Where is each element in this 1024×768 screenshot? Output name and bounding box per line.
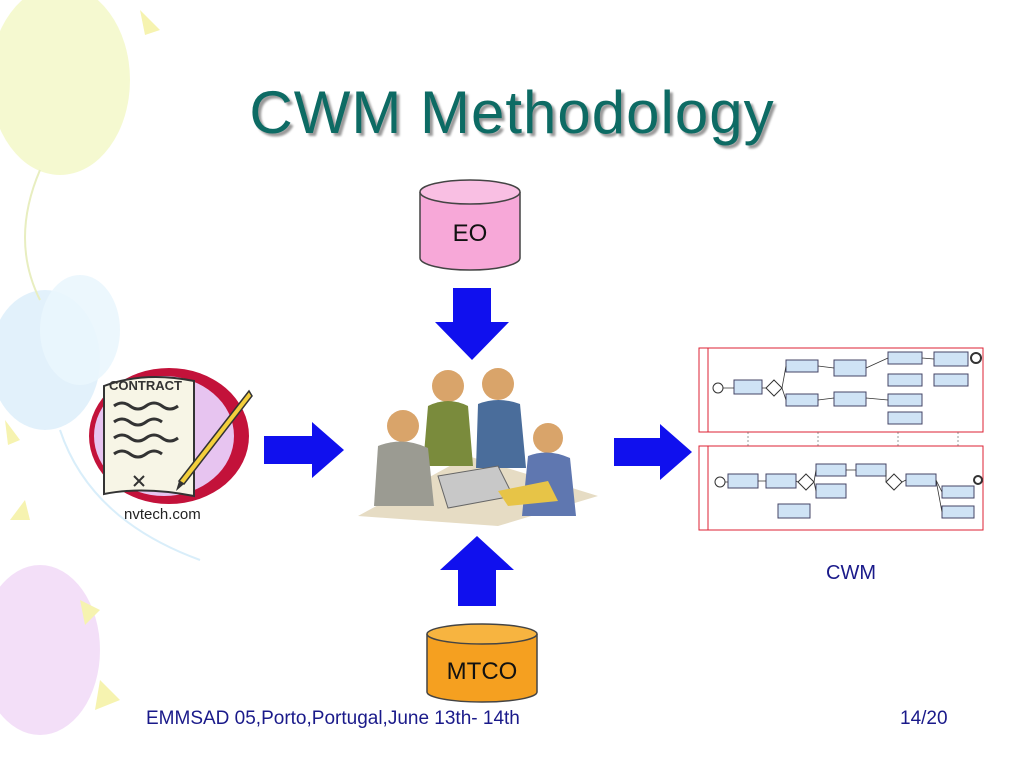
cwm-process-diagram	[698, 346, 984, 532]
contract-image: CONTRACT	[84, 366, 254, 506]
mtco-database: MTCO	[425, 622, 539, 704]
arrow-right-icon	[264, 422, 344, 478]
team-meeting-image	[348, 356, 600, 526]
mtco-label: MTCO	[446, 658, 518, 685]
eo-label: EO	[452, 220, 488, 247]
page-number: 14/20	[900, 708, 948, 729]
eo-database: EO	[418, 178, 522, 272]
contract-heading: CONTRACT	[109, 378, 182, 393]
footer-conference: EMMSAD 05,Porto,Portugal,June 13th- 14th	[146, 708, 520, 729]
arrow-down-icon	[435, 288, 509, 360]
slide-title: CWM Methodology	[249, 79, 775, 146]
arrow-up-icon	[440, 536, 514, 606]
contract-caption: nvtech.com	[124, 506, 201, 523]
arrow-right-icon	[614, 424, 692, 480]
cwm-label: CWM	[826, 562, 876, 584]
